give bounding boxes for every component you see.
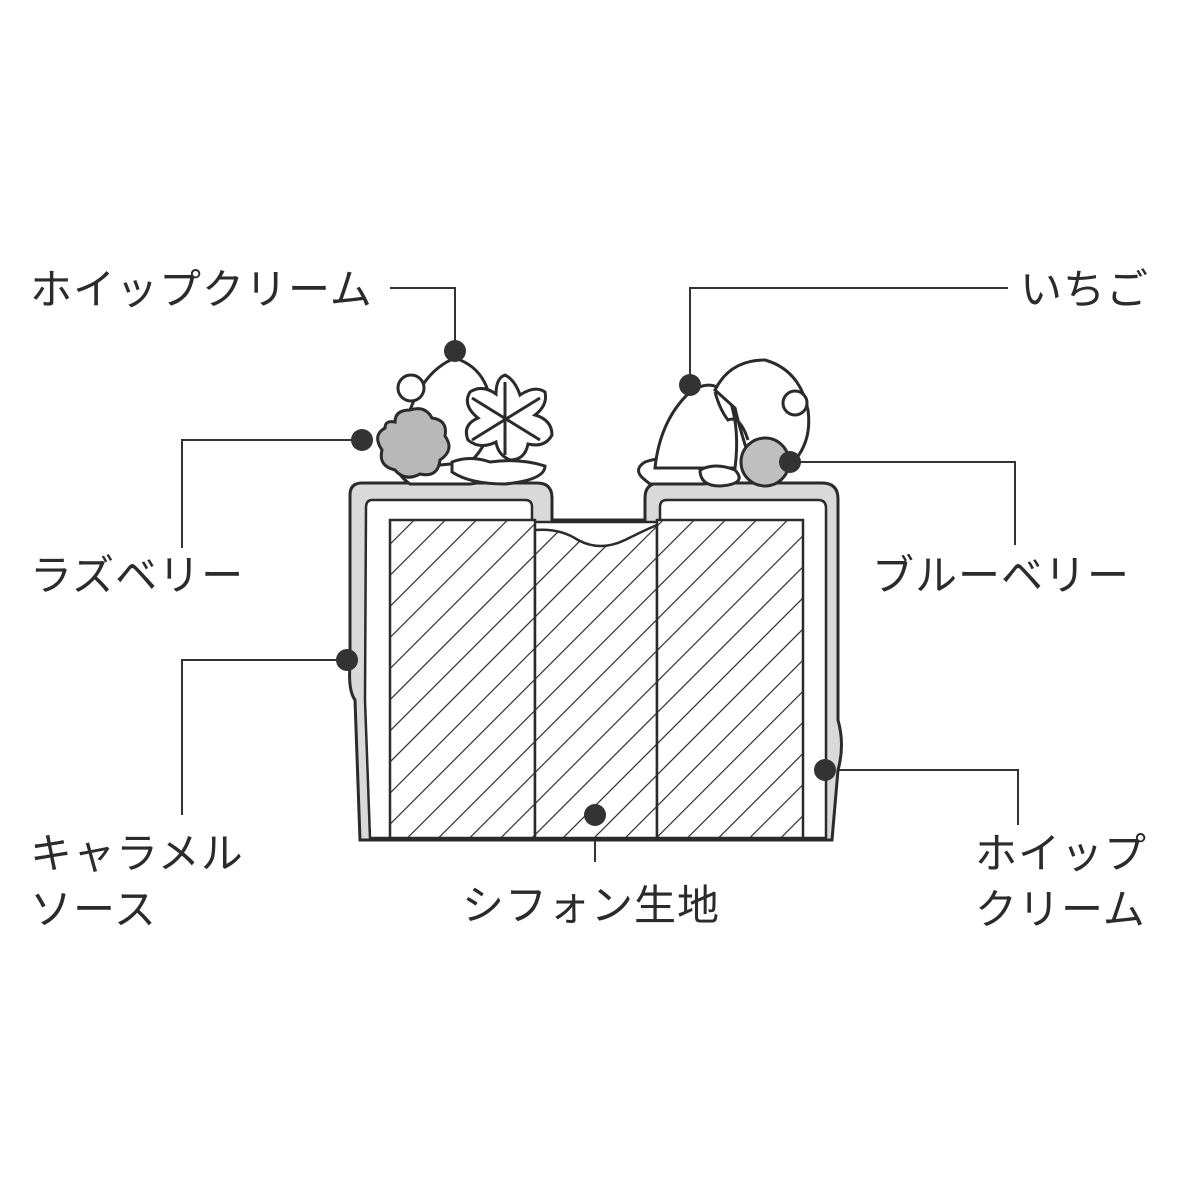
label-whipped-cream-top: ホイップクリーム xyxy=(30,265,373,314)
raspberry-shape xyxy=(376,407,451,479)
marker-caramel-sauce xyxy=(336,649,358,671)
strawberry-leaf xyxy=(713,391,750,441)
marker-chiffon xyxy=(584,804,606,826)
leader-strawberry xyxy=(689,287,1008,385)
leader-whipped-cream-side xyxy=(825,769,1019,825)
marker-raspberry xyxy=(351,429,373,451)
white-ball-right xyxy=(781,389,809,417)
chiffon-center xyxy=(533,523,659,840)
chiffon-right xyxy=(655,518,805,840)
leader-caramel-sauce xyxy=(181,659,347,815)
label-blueberry: ブルーベリー xyxy=(872,551,1131,600)
leader-blueberry xyxy=(790,461,1016,545)
cream-dollop-right xyxy=(698,464,741,488)
white-ball-left xyxy=(396,373,426,403)
label-chiffon: シフォン生地 xyxy=(462,881,721,930)
marker-blueberry xyxy=(779,451,801,473)
label-whipped-cream-side: ホイップ クリーム xyxy=(975,829,1148,934)
label-raspberry: ラズベリー xyxy=(30,551,245,600)
snowflake-decoration xyxy=(464,373,554,462)
right-toppings xyxy=(637,358,811,488)
chiffon-left xyxy=(388,518,537,840)
strawberry-shape xyxy=(653,383,739,470)
label-strawberry: いちご xyxy=(1020,265,1150,314)
left-toppings xyxy=(376,356,554,486)
marker-strawberry xyxy=(679,374,701,396)
marker-whipped-cream-top xyxy=(444,340,466,362)
leader-raspberry xyxy=(181,439,362,548)
leader-whipped-cream-top xyxy=(390,287,456,350)
markers xyxy=(336,340,836,826)
strawberry-slice-right xyxy=(713,358,811,462)
marker-whipped-cream-side xyxy=(814,759,836,781)
label-caramel-sauce: キャラメル ソース xyxy=(30,829,244,934)
cream-dollop-left xyxy=(450,457,547,486)
